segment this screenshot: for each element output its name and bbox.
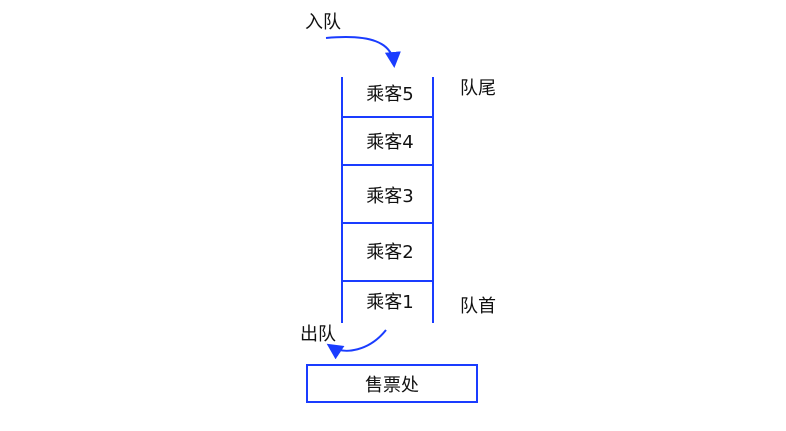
tail-label: 队尾 [460,78,496,99]
enqueue-label: 入队 [305,12,341,33]
queue-item: 乘客3 [366,186,414,207]
queue-item: 乘客2 [366,242,414,263]
queue-item: 乘客1 [366,292,414,313]
queue-item: 乘客4 [366,132,414,153]
enqueue-arrow [325,36,401,68]
dequeue-label: 出队 [300,324,336,345]
ticket-office-label: 售票处 [365,374,419,396]
head-label: 队首 [460,296,496,317]
ticket-office-box: 售票处 [306,364,478,403]
queue-item: 乘客5 [366,84,414,105]
dequeue-arrow [326,329,387,360]
